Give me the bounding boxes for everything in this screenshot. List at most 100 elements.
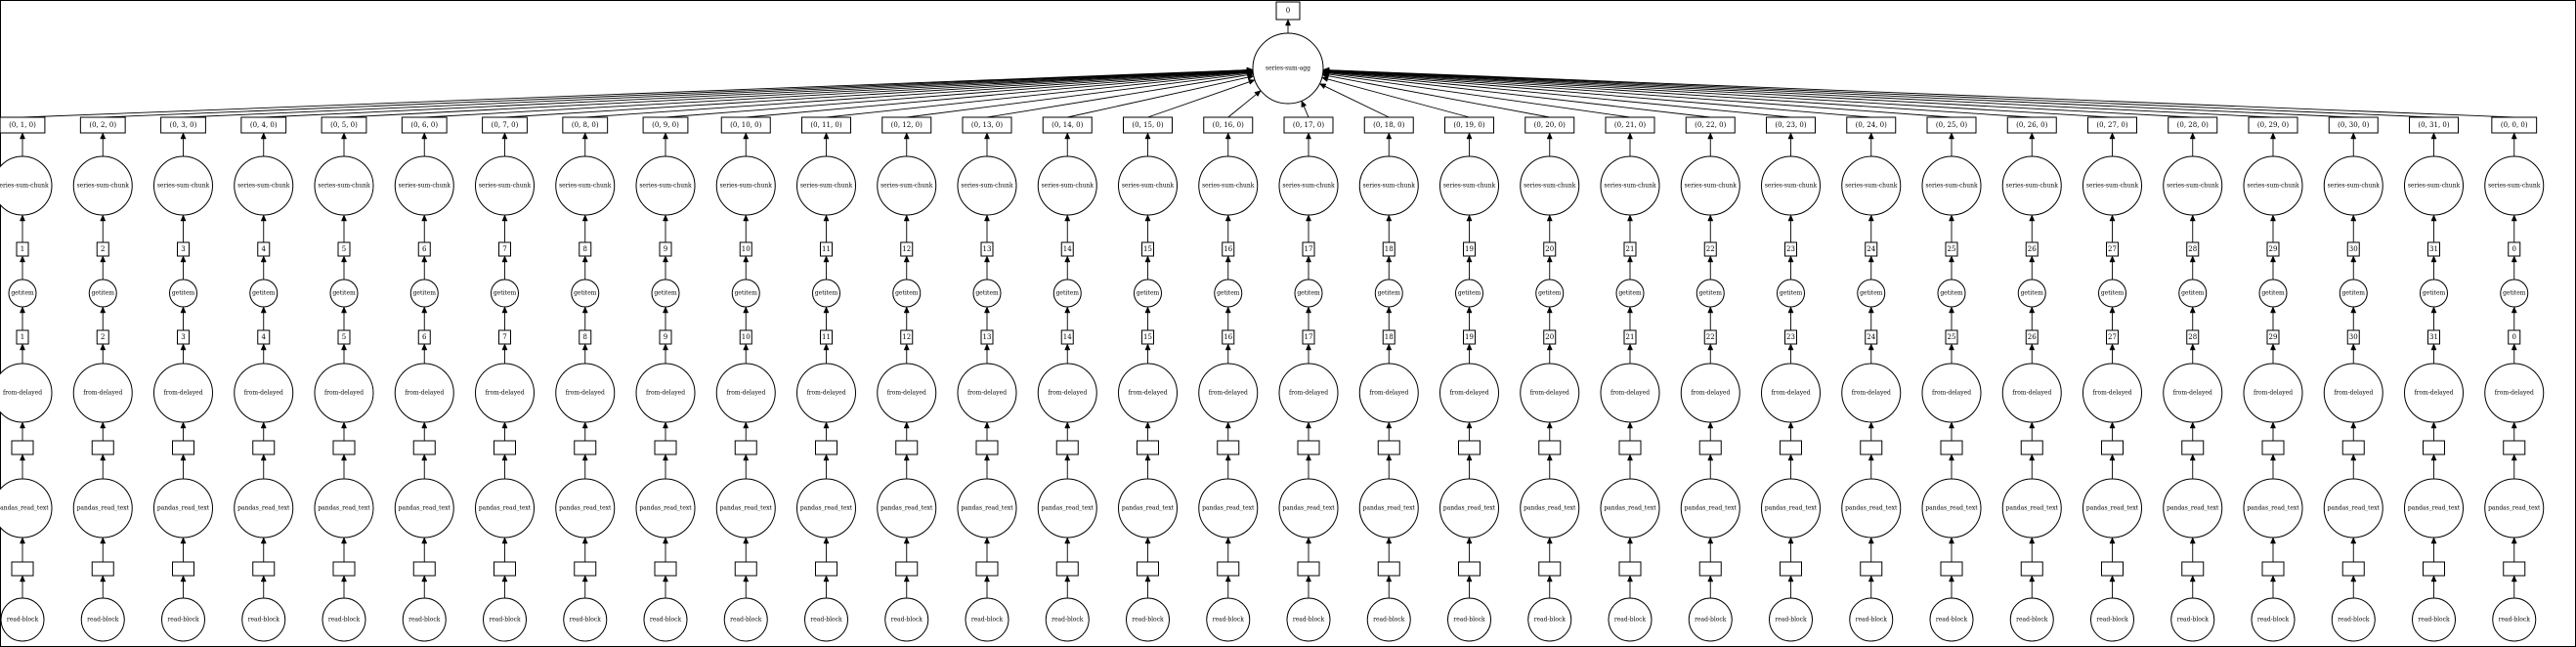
col-0-read-block-label: read-block bbox=[7, 617, 39, 624]
col-27-blank2-box bbox=[2181, 561, 2205, 577]
root-node-label: 0 bbox=[1286, 7, 1290, 15]
col-2-edge-pandas-to-blank bbox=[180, 453, 187, 479]
col-31-edge-key-to-aggregate-head bbox=[1322, 66, 1330, 73]
col-3-chunk-node bbox=[234, 155, 294, 216]
col-16-index2-box bbox=[1302, 329, 1315, 345]
col-16-edge-getitem-to-index bbox=[1306, 255, 1311, 280]
col-18-edge-chunk-to-key bbox=[1466, 132, 1473, 156]
nodes-layer: 0 series-sum-agg (0, 1, 0)series-sum-chu… bbox=[0, 1, 2545, 642]
col-12-edge-index2-to-getitem bbox=[984, 306, 990, 330]
col-31-edge-key-to-aggregate-line bbox=[1328, 69, 2514, 118]
col-19-getitem-node bbox=[1535, 279, 1565, 308]
col-25-edge-key-to-aggregate-line bbox=[1328, 70, 2033, 118]
col-28-edge-chunk-to-key-head bbox=[2270, 132, 2276, 140]
col-10-edge-pandas-to-blank-head bbox=[823, 453, 830, 461]
col-30-getitem-label: getitem bbox=[2423, 290, 2446, 297]
col-15-edge-blank2-to-pandas bbox=[1224, 537, 1231, 562]
col-2-from-delayed-label: from-delayed bbox=[163, 390, 202, 397]
col-0-read-block-node bbox=[0, 597, 45, 642]
col-9-getitem-label: getitem bbox=[735, 290, 758, 297]
col-5-edge-read-to-blank2 bbox=[421, 575, 428, 598]
col-4-chunk-label: series-sum-chunk bbox=[318, 183, 370, 190]
col-21-edge-pandas-to-blank-head bbox=[1707, 453, 1714, 461]
col-9-edge-chunk-to-key-head bbox=[743, 132, 750, 140]
col-9-index2-label: 10 bbox=[742, 333, 751, 341]
col-9-edge-from-to-index2 bbox=[743, 343, 750, 364]
col-15-read-block-node bbox=[1206, 597, 1251, 642]
col-18-chunk-node bbox=[1439, 155, 1499, 216]
col-7-edge-pandas-to-blank-head bbox=[581, 453, 588, 461]
col-31-edge-index2-to-getitem-head bbox=[2511, 306, 2517, 314]
col-15-read-block-label: read-block bbox=[1213, 617, 1245, 624]
col-25-getitem-node bbox=[2017, 279, 2046, 308]
col-21-pandas-read-node bbox=[1680, 478, 1740, 539]
col-9-edge-index-to-chunk-head bbox=[743, 214, 750, 222]
col-0-index2-label: 1 bbox=[21, 333, 24, 341]
col-18-index-box bbox=[1463, 241, 1476, 257]
col-30-edge-pandas-to-blank bbox=[2430, 453, 2437, 479]
col-18-edge-index-to-chunk-head bbox=[1466, 214, 1473, 222]
col-0-index2-box bbox=[16, 329, 29, 345]
col-8-edge-chunk-to-key-head bbox=[663, 132, 668, 140]
col-28-from-delayed-node bbox=[2243, 363, 2303, 423]
col-4-blank2-box bbox=[332, 561, 356, 577]
col-25-edge-from-to-index2-head bbox=[2029, 343, 2036, 351]
col-31-from-delayed-label: from-delayed bbox=[2495, 390, 2534, 397]
col-23-edge-read-to-blank2-head bbox=[1868, 575, 1874, 582]
col-15-edge-getitem-to-index bbox=[1224, 255, 1231, 280]
col-15-from-delayed-label: from-delayed bbox=[1209, 390, 1248, 397]
col-20-blank-box bbox=[1618, 440, 1642, 455]
col-0-getitem-label: getitem bbox=[11, 290, 34, 297]
col-25-edge-index-to-chunk-head bbox=[2029, 214, 2036, 222]
col-11-edge-from-to-index2-head bbox=[903, 343, 910, 351]
col-21-read-block-node bbox=[1688, 597, 1733, 642]
col-0-edge-getitem-to-index-head bbox=[20, 255, 25, 263]
col-4-edge-getitem-to-index-head bbox=[341, 255, 347, 263]
col-13-index-box bbox=[1060, 241, 1074, 257]
col-13-blank-box bbox=[1055, 440, 1079, 455]
col-22-edge-blank2-to-pandas-head bbox=[1787, 537, 1794, 544]
col-31-edge-getitem-to-index-head bbox=[2511, 255, 2517, 263]
col-0-edge-index2-to-getitem-head bbox=[20, 306, 25, 314]
col-2-edge-key-to-aggregate-line bbox=[183, 69, 1248, 118]
col-27-edge-blank2-to-pandas-head bbox=[2189, 537, 2196, 544]
col-31-index-box bbox=[2508, 241, 2521, 257]
col-13-pandas-read-label: pandas_read_text bbox=[1042, 505, 1095, 512]
col-13-index-label: 14 bbox=[1063, 245, 1072, 253]
col-18-read-block-label: read-block bbox=[1453, 617, 1485, 624]
col-26-edge-chunk-to-key bbox=[2109, 132, 2116, 156]
col-5-edge-chunk-to-key-head bbox=[421, 132, 428, 140]
col-15-edge-from-to-index2 bbox=[1224, 343, 1231, 364]
col-25-key-box bbox=[2006, 116, 2057, 134]
col-28-getitem-label: getitem bbox=[2261, 290, 2285, 297]
col-12-from-delayed-label: from-delayed bbox=[967, 390, 1007, 397]
col-9-chunk-node bbox=[715, 155, 776, 216]
col-2-getitem-label: getitem bbox=[172, 290, 195, 297]
col-17-chunk-label: series-sum-chunk bbox=[1363, 183, 1416, 190]
col-28-edge-index-to-chunk-head bbox=[2270, 214, 2276, 222]
col-12-edge-read-to-blank2-head bbox=[984, 575, 990, 582]
col-24-edge-chunk-to-key bbox=[1949, 132, 1954, 156]
col-9-index2-box bbox=[739, 329, 752, 345]
col-10-edge-blank-to-from bbox=[823, 421, 830, 441]
col-9-edge-read-to-blank2 bbox=[743, 575, 750, 598]
col-3-edge-pandas-to-blank bbox=[260, 453, 267, 479]
col-16-read-block-label: read-block bbox=[1293, 617, 1325, 624]
col-17-edge-blank-to-from bbox=[1386, 421, 1393, 441]
col-2-key-box bbox=[160, 116, 206, 134]
col-0-edge-key-to-aggregate-line bbox=[21, 69, 1248, 118]
col-14-blank2-box bbox=[1137, 561, 1159, 577]
col-23-index-box bbox=[1865, 241, 1878, 257]
col-17-edge-key-to-aggregate-head bbox=[1318, 83, 1327, 90]
col-9-edge-blank-to-from bbox=[743, 421, 750, 441]
col-21-edge-index-to-chunk bbox=[1707, 214, 1714, 242]
col-22-key-label: (0, 23, 0) bbox=[1775, 121, 1806, 129]
col-27-edge-getitem-to-index-head bbox=[2189, 255, 2196, 263]
col-20-edge-blank2-to-pandas bbox=[1627, 537, 1633, 562]
col-12-edge-pandas-to-blank bbox=[984, 453, 990, 479]
col-2-edge-blank-to-from bbox=[180, 421, 187, 441]
col-0-edge-blank-to-from-head bbox=[20, 421, 25, 429]
col-19-blank2-box bbox=[1538, 561, 1562, 577]
col-23-from-delayed-node bbox=[1841, 363, 1902, 423]
col-13-edge-index2-to-getitem bbox=[1064, 306, 1071, 330]
